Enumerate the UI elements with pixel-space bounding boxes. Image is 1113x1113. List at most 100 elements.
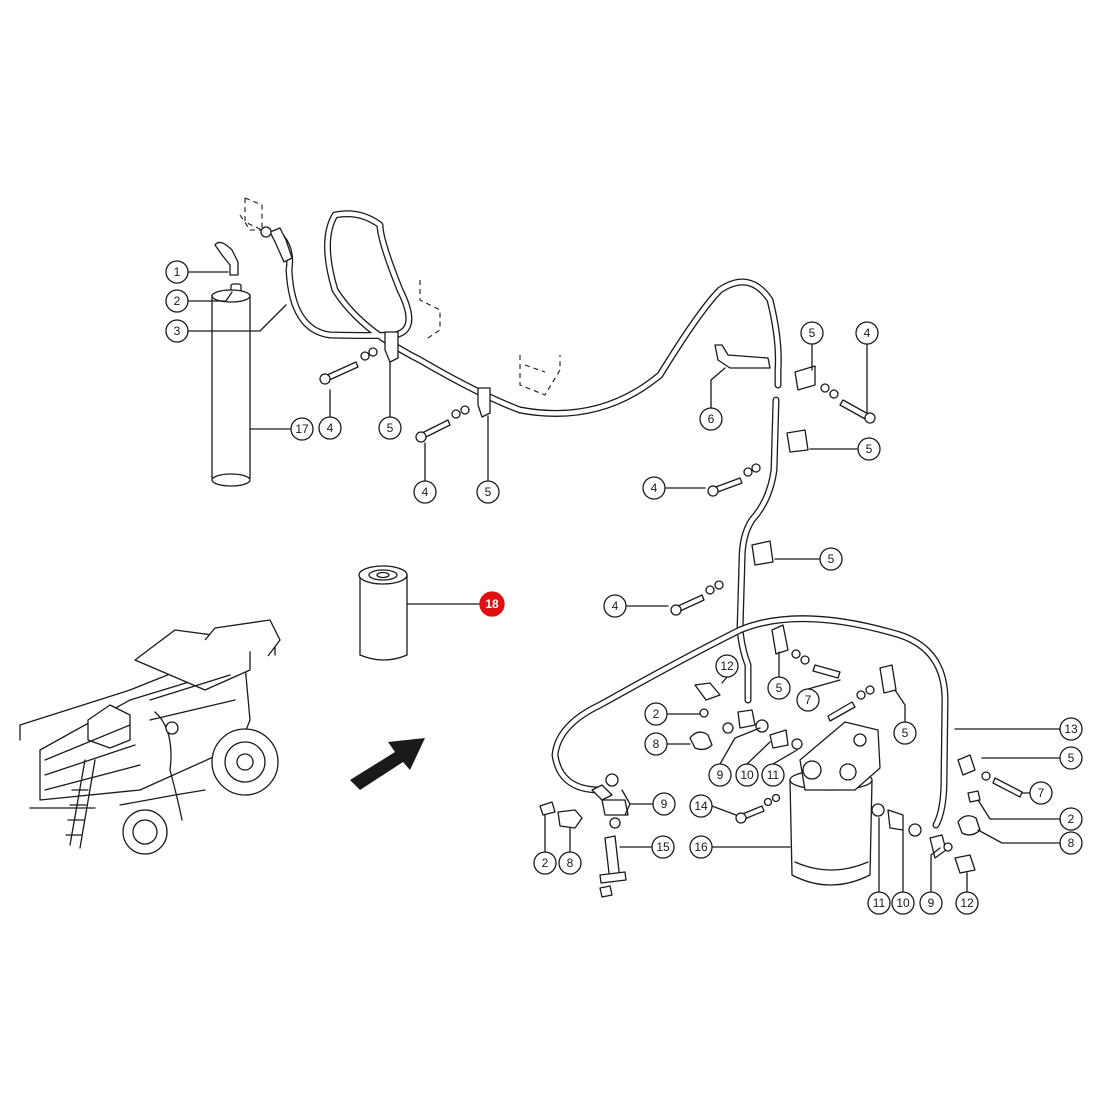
svg-text:12: 12	[960, 896, 974, 910]
callout-8[interactable]: 8	[1059, 831, 1083, 855]
svg-text:5: 5	[776, 681, 783, 695]
svg-text:5: 5	[828, 552, 835, 566]
hose-end-fitting	[260, 226, 293, 263]
callout-9[interactable]: 9	[708, 763, 732, 787]
callout-13[interactable]: 13	[1059, 717, 1083, 741]
callout-3[interactable]: 3	[165, 319, 189, 343]
svg-text:6: 6	[708, 412, 715, 426]
elbow-fitting	[214, 241, 239, 276]
clamp-assembly-d	[786, 429, 809, 453]
svg-text:9: 9	[717, 768, 724, 782]
bolt-and-washers-e	[670, 580, 724, 616]
callout-12[interactable]: 12	[955, 891, 979, 915]
callout-5[interactable]: 5	[893, 721, 917, 745]
callout-10[interactable]: 10	[891, 891, 915, 915]
svg-text:2: 2	[542, 856, 549, 870]
svg-text:7: 7	[1038, 786, 1045, 800]
callout-7[interactable]: 7	[1029, 781, 1053, 805]
callout-18-highlighted[interactable]: 18	[479, 591, 505, 617]
direction-arrow	[350, 738, 425, 790]
callout-2[interactable]: 2	[533, 851, 557, 875]
callout-11[interactable]: 11	[761, 763, 785, 787]
clamp-assembly-e	[751, 540, 774, 566]
bolt-and-washers-14	[735, 793, 781, 824]
filter-element-long	[211, 289, 251, 487]
callout-5[interactable]: 5	[476, 480, 500, 504]
svg-text:5: 5	[866, 442, 873, 456]
svg-text:5: 5	[485, 485, 492, 499]
svg-text:7: 7	[805, 693, 812, 707]
callout-15[interactable]: 15	[651, 835, 675, 859]
filter-loop-line	[551, 615, 949, 829]
svg-text:5: 5	[809, 326, 816, 340]
svg-text:4: 4	[651, 481, 658, 495]
svg-text:8: 8	[1068, 836, 1075, 850]
drain-and-return-fittings	[871, 803, 953, 859]
svg-text:9: 9	[928, 896, 935, 910]
callout-9[interactable]: 9	[652, 792, 676, 816]
callout-1[interactable]: 1	[165, 260, 189, 284]
svg-text:2: 2	[653, 707, 660, 721]
callout-5[interactable]: 5	[857, 437, 881, 461]
callout-5[interactable]: 5	[378, 416, 402, 440]
svg-text:8: 8	[567, 856, 574, 870]
left-bottom-fittings	[539, 773, 629, 898]
vertical-fuel-line	[736, 396, 780, 704]
svg-text:4: 4	[327, 421, 334, 435]
clamp-assembly-a	[319, 331, 399, 385]
callout-7[interactable]: 7	[796, 688, 820, 712]
callout-16[interactable]: 16	[689, 835, 713, 859]
svg-text:1: 1	[174, 265, 181, 279]
callout-4[interactable]: 4	[642, 476, 666, 500]
callout-2[interactable]: 2	[165, 289, 189, 313]
svg-text:8: 8	[653, 737, 660, 751]
svg-text:16: 16	[694, 840, 708, 854]
svg-text:13: 13	[1064, 722, 1078, 736]
filter-head-and-canister	[789, 721, 881, 886]
svg-text:2: 2	[174, 294, 181, 308]
callout-5[interactable]: 5	[1059, 746, 1083, 770]
right-side-fittings	[954, 754, 1023, 874]
svg-text:5: 5	[1068, 751, 1075, 765]
svg-text:12: 12	[720, 659, 734, 673]
svg-text:5: 5	[902, 726, 909, 740]
clamp-assembly-f	[771, 624, 841, 679]
clamp-assembly-g	[827, 664, 897, 722]
bolt-and-washers-d	[707, 463, 761, 497]
svg-text:4: 4	[612, 599, 619, 613]
svg-text:14: 14	[694, 799, 708, 813]
svg-text:17: 17	[295, 422, 309, 436]
callout-4[interactable]: 4	[318, 416, 342, 440]
callouts: 1 2 3 17 4 5 4 5 6 5 4 5 4 5 4 18 12 5 7…	[165, 260, 1083, 915]
callout-9[interactable]: 9	[919, 891, 943, 915]
svg-text:11: 11	[873, 896, 886, 910]
callout-5[interactable]: 5	[819, 547, 843, 571]
callout-11[interactable]: 11	[867, 891, 891, 915]
callout-6[interactable]: 6	[699, 407, 723, 431]
callout-17[interactable]: 17	[290, 417, 314, 441]
svg-text:2: 2	[1068, 812, 1075, 826]
callout-4[interactable]: 4	[855, 321, 879, 345]
callout-8[interactable]: 8	[558, 851, 582, 875]
spin-on-filter	[358, 565, 408, 661]
callout-5[interactable]: 5	[800, 321, 824, 345]
bracket-plate	[714, 344, 771, 369]
clamp-assembly-b	[415, 387, 491, 443]
callout-4[interactable]: 4	[413, 480, 437, 504]
callout-8[interactable]: 8	[644, 732, 668, 756]
callout-14[interactable]: 14	[689, 794, 713, 818]
svg-text:4: 4	[422, 485, 429, 499]
clamp-assembly-c	[794, 365, 876, 424]
svg-text:4: 4	[864, 326, 871, 340]
svg-text:3: 3	[174, 324, 181, 338]
callout-4[interactable]: 4	[603, 594, 627, 618]
callout-12[interactable]: 12	[715, 654, 739, 678]
callout-2[interactable]: 2	[1059, 807, 1083, 831]
callout-2[interactable]: 2	[644, 702, 668, 726]
upper-fuel-line	[278, 210, 782, 417]
svg-text:18: 18	[485, 597, 499, 611]
callout-10[interactable]: 10	[735, 763, 759, 787]
callout-5[interactable]: 5	[767, 676, 791, 700]
svg-text:5: 5	[387, 421, 394, 435]
